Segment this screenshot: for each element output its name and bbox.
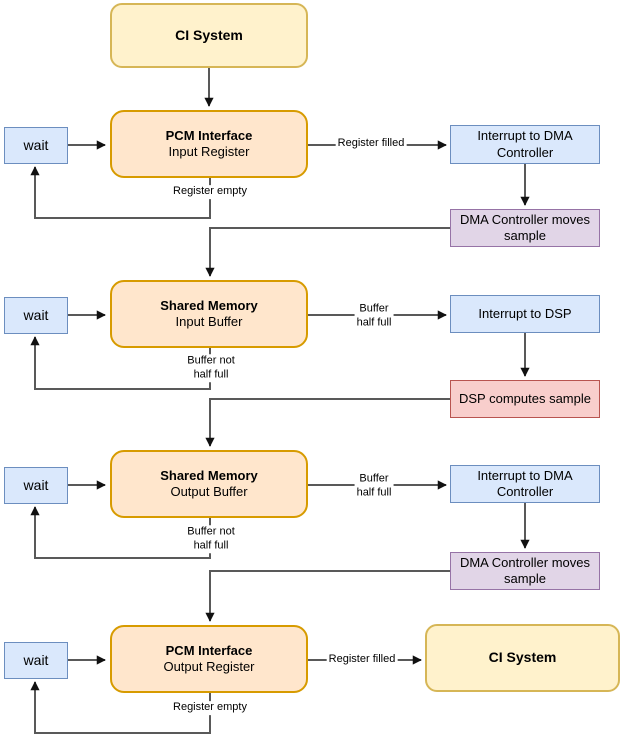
- node-pcm-input-register: PCM Interface Input Register: [110, 110, 308, 178]
- node-label: DMA Controller moves sample: [459, 554, 591, 586]
- node-wait-1: wait: [4, 127, 68, 164]
- node-label: wait: [23, 306, 49, 323]
- node-title: PCM Interface: [165, 127, 253, 143]
- node-dma-controller-moves-sample-2: DMA Controller moves sample: [450, 552, 600, 590]
- node-label: Interrupt to DMA Controller: [477, 128, 573, 160]
- node-title: Shared Memory: [160, 467, 258, 483]
- node-dma-controller-moves-sample-1: DMA Controller moves sample: [450, 209, 600, 247]
- edge-label-register-filled-2: Register filled: [326, 653, 398, 667]
- node-interrupt-to-dsp: Interrupt to DSP: [450, 295, 600, 333]
- node-interrupt-to-dma-controller-1: Interrupt to DMA Controller: [450, 125, 600, 164]
- edge-label-buffer-not-half-full-2: Buffer not half full: [185, 525, 237, 553]
- node-label: DSP computes sample: [459, 390, 591, 406]
- node-label: wait: [23, 651, 49, 668]
- node-subtitle: Output Buffer: [170, 484, 248, 499]
- node-dsp-computes-sample: DSP computes sample: [450, 380, 600, 418]
- edge-dma-moves-1-to-shared-input: [205, 227, 450, 277]
- node-wait-3: wait: [4, 467, 68, 504]
- node-label: Interrupt to DSP: [478, 305, 572, 321]
- edge-label-buffer-half-full-1: Buffer half full: [354, 302, 394, 330]
- node-subtitle: Output Register: [163, 659, 255, 674]
- node-subtitle: Input Buffer: [175, 314, 243, 329]
- node-label: wait: [23, 476, 49, 493]
- node-label: wait: [23, 136, 49, 153]
- edge-label-register-filled-1: Register filled: [335, 137, 407, 151]
- edge-label-buffer-not-half-full-1: Buffer not half full: [185, 354, 237, 382]
- edge-label-register-empty-1: Register empty: [171, 185, 249, 199]
- node-shared-memory-output-buffer: Shared Memory Output Buffer: [110, 450, 308, 518]
- node-title: Shared Memory: [160, 297, 258, 313]
- node-wait-4: wait: [4, 642, 68, 679]
- node-shared-memory-input-buffer: Shared Memory Input Buffer: [110, 280, 308, 348]
- node-pcm-output-register: PCM Interface Output Register: [110, 625, 308, 693]
- node-label: Interrupt to DMA Controller: [477, 467, 573, 499]
- node-wait-2: wait: [4, 297, 68, 334]
- node-ci-system-bottom: CI System: [425, 624, 620, 692]
- edge-dsp-computes-to-shared-output: [205, 398, 450, 447]
- node-label: CI System: [488, 649, 557, 666]
- node-label: DMA Controller moves sample: [459, 211, 591, 243]
- node-subtitle: Input Register: [168, 144, 250, 159]
- node-interrupt-to-dma-controller-2: Interrupt to DMA Controller: [450, 465, 600, 503]
- node-label: CI System: [175, 26, 243, 43]
- node-ci-system-top: CI System: [110, 3, 308, 68]
- node-title: PCM Interface: [165, 642, 253, 658]
- edge-label-register-empty-2: Register empty: [171, 701, 249, 715]
- edge-label-buffer-half-full-2: Buffer half full: [354, 472, 394, 500]
- edge-dma-moves-2-to-pcm-output: [205, 570, 450, 622]
